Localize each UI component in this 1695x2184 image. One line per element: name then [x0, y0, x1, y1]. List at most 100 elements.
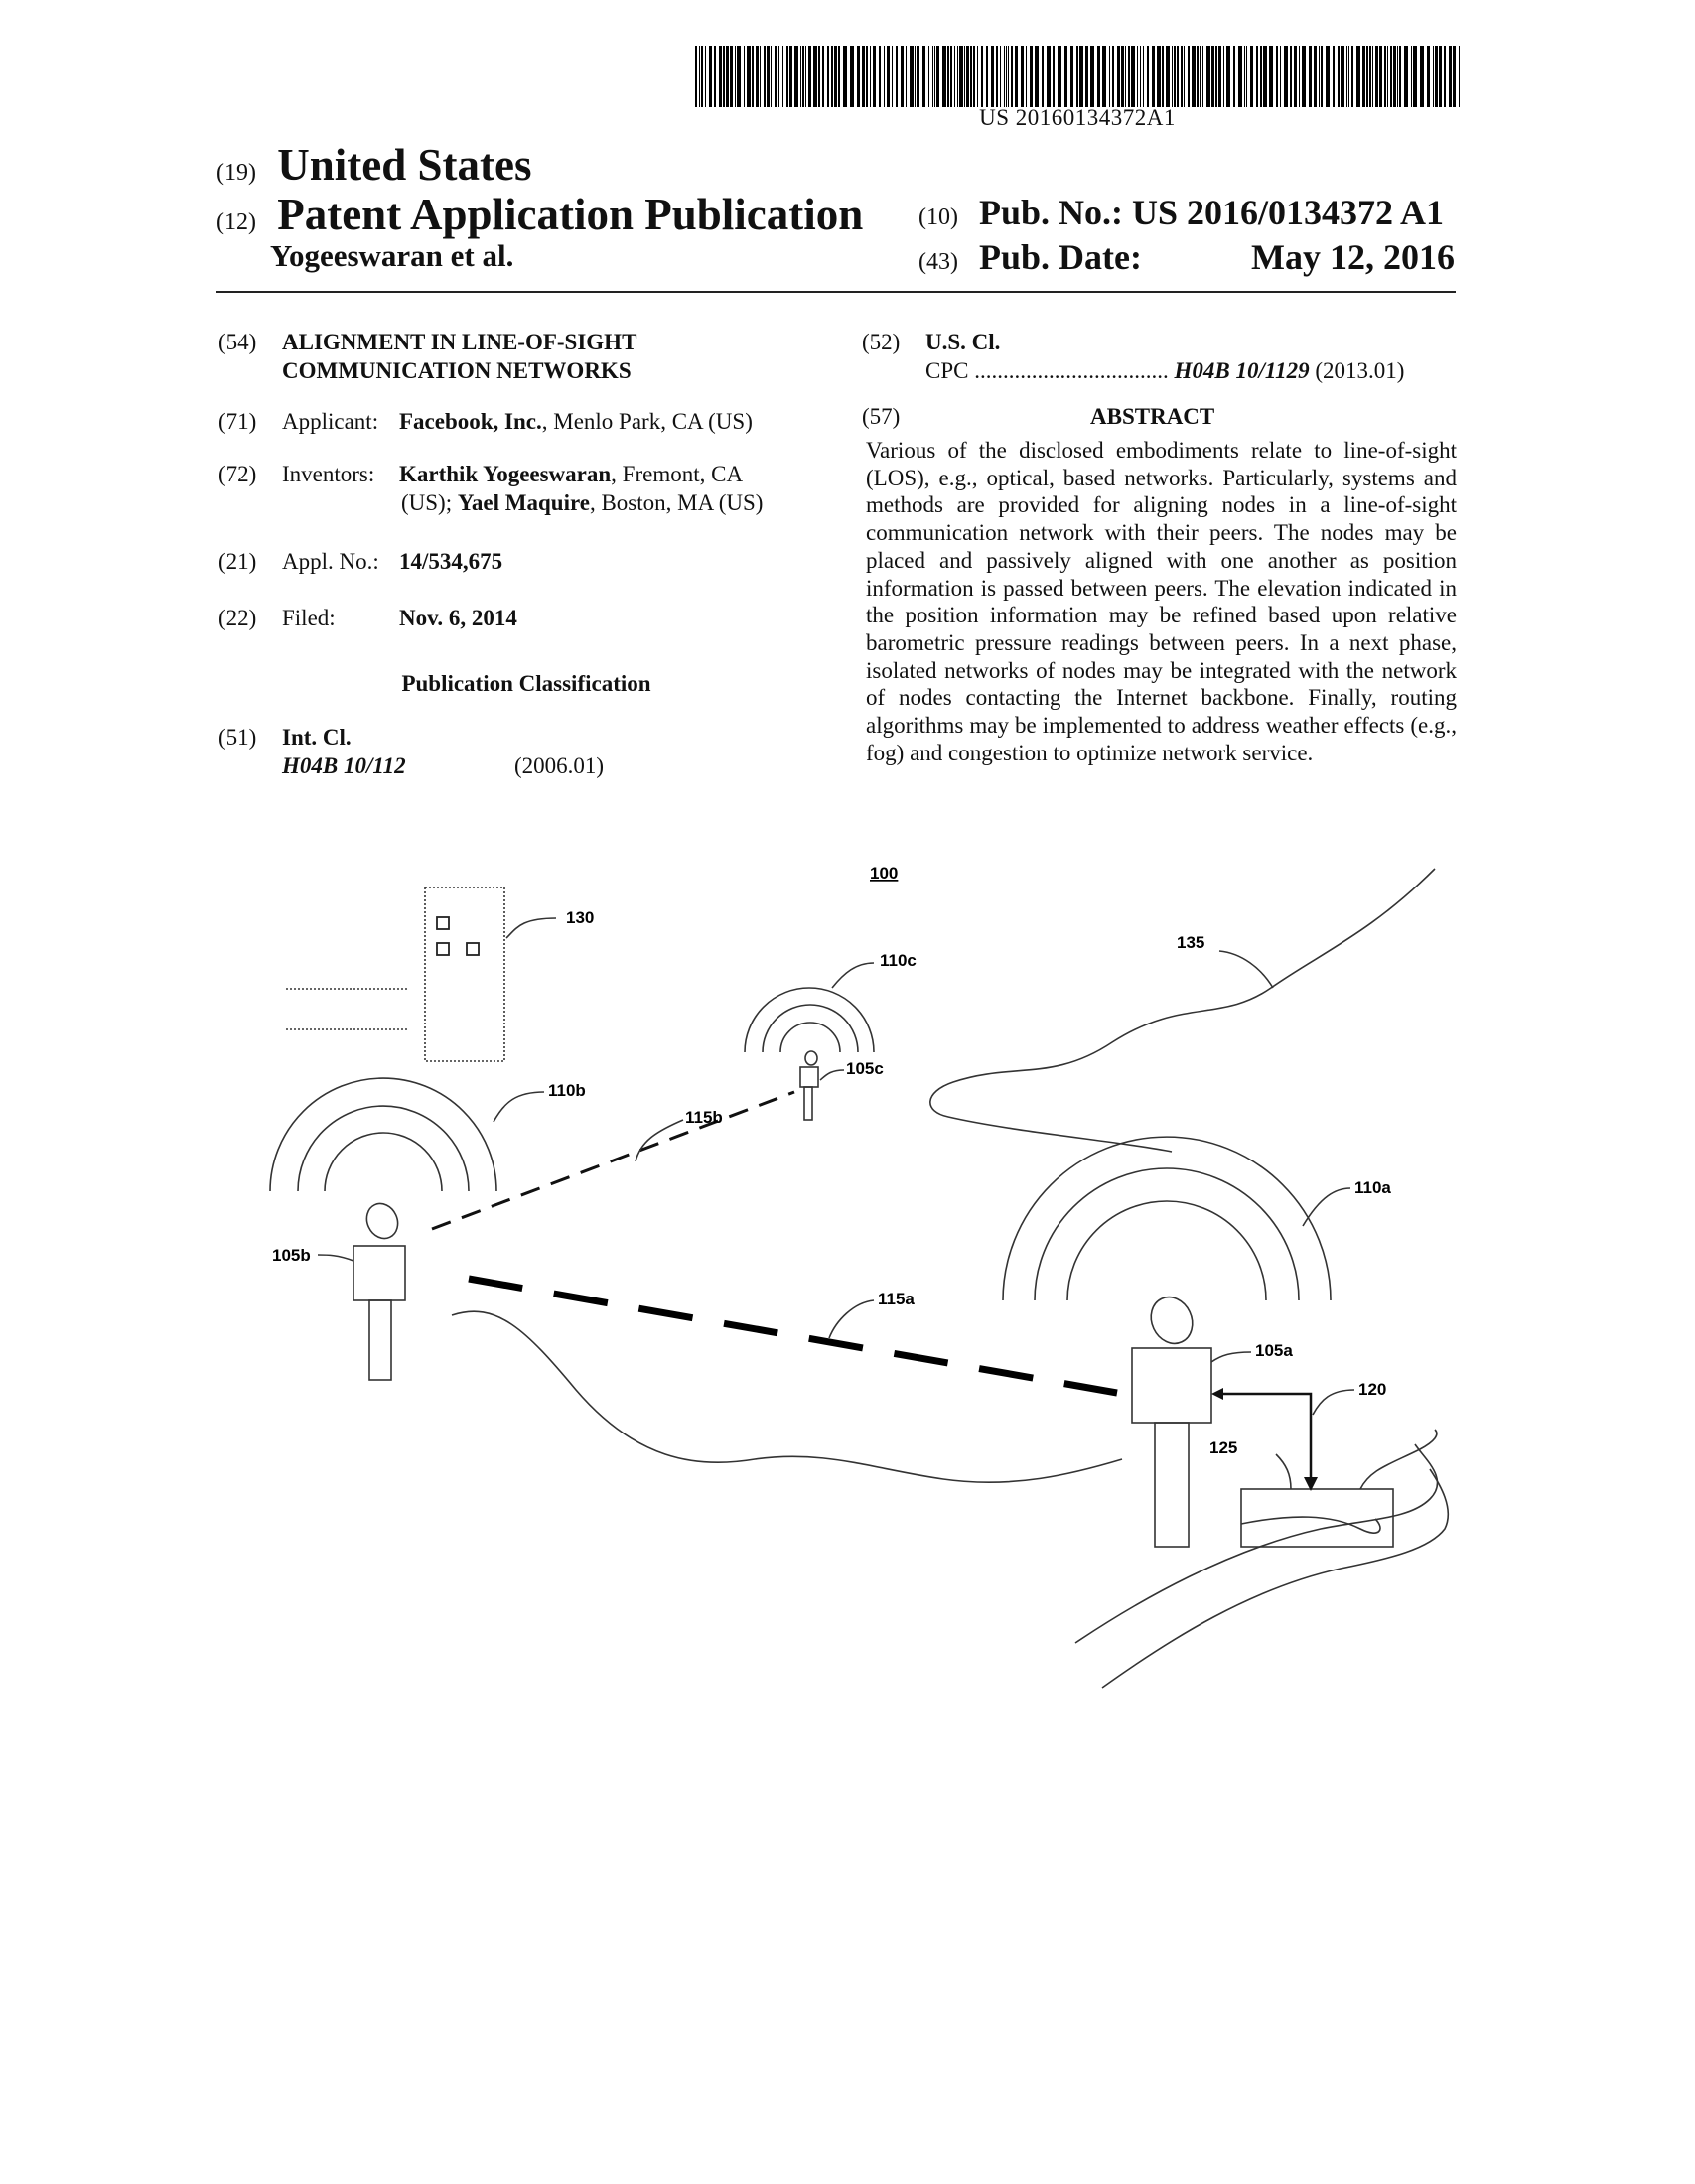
barcode-bar [695, 46, 697, 107]
link-115b [431, 1090, 795, 1231]
barcode-bar [873, 46, 876, 107]
barcode-bar [1047, 46, 1051, 107]
barcode-bar [1202, 46, 1203, 107]
terrain-135 [929, 868, 1436, 1153]
pub-date: May 12, 2016 [1251, 237, 1455, 277]
barcode-bar [1238, 46, 1242, 107]
leader-110a [1302, 1187, 1351, 1227]
barcode-bar [834, 46, 837, 107]
barcode-bar [906, 46, 907, 107]
arrow-icon [1211, 1388, 1223, 1400]
label-105c: 105c [846, 1059, 884, 1078]
barcode-bar [970, 46, 972, 107]
barcode-bar [1393, 46, 1396, 107]
barcode-bar [917, 46, 919, 107]
barcode-bar [1004, 46, 1005, 107]
barcode-bar [1435, 46, 1438, 107]
barcode-bar [959, 46, 963, 107]
barcode-bar [1000, 46, 1001, 107]
barcode-bar [857, 46, 860, 107]
barcode-bar [1112, 46, 1114, 107]
leader-110b [493, 1091, 545, 1123]
barcode-text: US 20160134372A1 [979, 105, 1176, 130]
barcode-bar [1197, 46, 1199, 107]
label-110b: 110b [548, 1081, 586, 1100]
barcode-bar [1097, 46, 1100, 107]
barcode-bar [1177, 46, 1179, 107]
barcode-bar [896, 46, 898, 107]
barcode-bar [1404, 46, 1408, 107]
barcode-bar [714, 46, 716, 107]
barcode-bar [1079, 46, 1083, 107]
barcode-bar [782, 46, 783, 107]
barcode-bar [981, 46, 983, 107]
filed-date: Nov. 6, 2014 [399, 606, 517, 630]
barcode-bar [1244, 46, 1245, 107]
barcode-bar [775, 46, 777, 107]
barcode-bar [996, 46, 998, 107]
label-115a: 115a [878, 1290, 915, 1308]
barcode-bar [892, 46, 893, 107]
barcode-bar [1166, 46, 1170, 107]
label-135: 135 [1177, 933, 1204, 952]
barcode-bar [1026, 46, 1027, 107]
pub-number-code: (10) [918, 205, 958, 230]
country-code: (19) [216, 160, 256, 186]
barcode-bar [1109, 46, 1110, 107]
barcode-bar [986, 46, 988, 107]
barcode-bar [1362, 46, 1365, 107]
authors: Yogeeswaran et al. [270, 238, 514, 273]
pub-number-line: (10) Pub. No.: US 2016/0134372 A1 [918, 192, 1444, 233]
barcode-bar [966, 46, 969, 107]
link-115a [468, 1275, 1118, 1397]
backhaul-125 [1240, 1488, 1394, 1548]
barcode-bar [1366, 46, 1368, 107]
barcode-bar [950, 46, 952, 107]
barcode-bar [936, 46, 939, 107]
barcode-bar [744, 46, 745, 107]
int-cl-year: (2006.01) [514, 753, 605, 778]
cable-icon [1240, 1516, 1381, 1534]
barcode-bar [1042, 46, 1044, 107]
pub-date-label: Pub. Date: [978, 237, 1142, 277]
us-cl-code: (52) [862, 330, 901, 354]
abstract-text: Various of the disclosed embodiments rel… [866, 438, 1457, 765]
barcode-bar [1147, 46, 1149, 107]
barcode-bar [1321, 46, 1323, 107]
barcode-bar [831, 46, 833, 107]
barcode-bar [1280, 46, 1281, 107]
barcode-bar [1326, 46, 1330, 107]
barcode-bar [843, 46, 847, 107]
barcode-bar [928, 46, 929, 107]
barcode-bar [818, 46, 820, 107]
barcode-bar [1102, 46, 1106, 107]
barcode-bar [1439, 46, 1442, 107]
barcode-bar [737, 46, 741, 107]
inventor-1-location: , Fremont, CA [611, 462, 744, 486]
barcode-bar [1117, 46, 1120, 107]
leader-115a [828, 1299, 875, 1339]
barcode-bar [915, 46, 916, 107]
barcode-bar [1015, 46, 1018, 107]
barcode-bar [922, 46, 925, 107]
barcode-bar [954, 46, 955, 107]
pub-date-code: (43) [918, 249, 958, 275]
barcode-bar [1420, 46, 1424, 107]
window-icon [436, 916, 450, 930]
abstract-code: (57) [862, 404, 901, 429]
barcode-bar [1459, 46, 1460, 107]
applicant-label: Applicant: [282, 409, 379, 434]
barcode-bar [1276, 46, 1278, 107]
barcode-bar [1200, 46, 1201, 107]
pub-number-label: Pub. No.: [978, 193, 1124, 232]
barcode-bar [1346, 46, 1347, 107]
barcode-bar [866, 46, 868, 107]
barcode-bar [1181, 46, 1183, 107]
barcode-bar [730, 46, 733, 107]
node-105c-head [799, 1066, 819, 1088]
barcode-bar [947, 46, 949, 107]
barcode-bar [752, 46, 754, 107]
int-cl-block: (51) Int. Cl. H04B 10/112(2006.01) [218, 723, 834, 782]
barcode-bar [1058, 46, 1061, 107]
label-120: 120 [1358, 1380, 1386, 1399]
